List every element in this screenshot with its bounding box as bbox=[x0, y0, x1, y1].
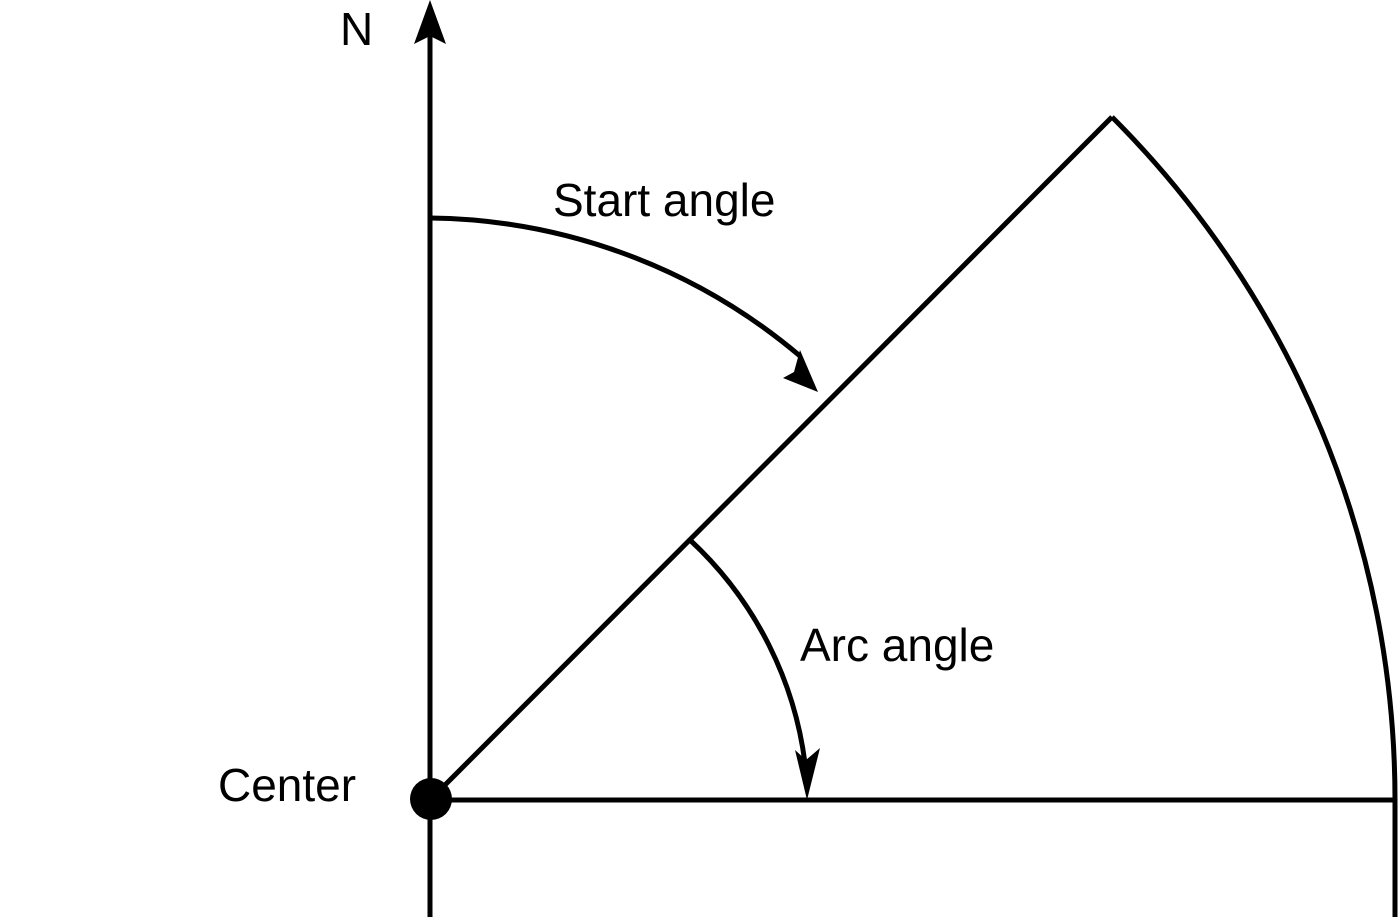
sector-outer-arc bbox=[1110, 115, 1398, 917]
start-angle-arrowhead bbox=[783, 350, 818, 392]
start-angle-arc bbox=[429, 215, 802, 358]
arc-angle-arc bbox=[688, 538, 809, 773]
arc-angle-label: Arc angle bbox=[800, 619, 994, 671]
start-angle-label: Start angle bbox=[553, 174, 775, 226]
north-arrowhead bbox=[414, 0, 446, 44]
arc-angle-arrowhead bbox=[795, 748, 820, 800]
center-point bbox=[410, 778, 452, 820]
center-label: Center bbox=[218, 759, 356, 811]
sector-start-radius bbox=[428, 115, 1114, 802]
north-label: N bbox=[340, 3, 373, 55]
